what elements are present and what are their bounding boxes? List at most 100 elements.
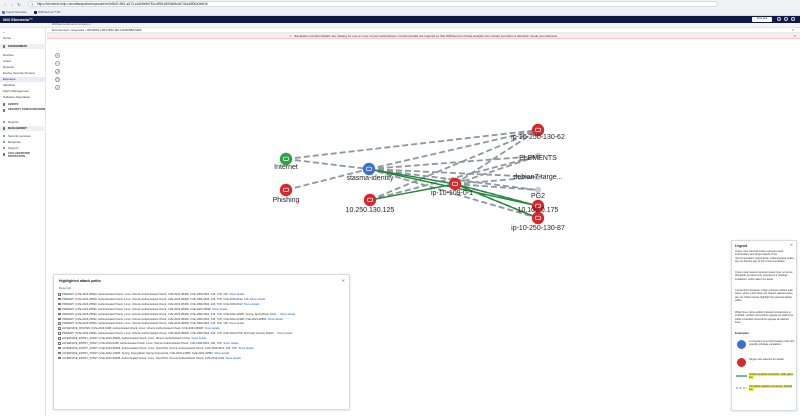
dashed-edge[interactable] — [285, 167, 370, 191]
dashed-edge[interactable] — [368, 128, 539, 170]
zoom-in-icon[interactable]: + — [55, 52, 60, 58]
collapse-sidebar-icon[interactable]: « — [3, 29, 5, 34]
sidebar-item-device-security-posture[interactable]: Device Security Posture — [0, 71, 46, 77]
bookmark-import[interactable]: Import favorites — [2, 10, 27, 14]
path-checkbox[interactable] — [58, 307, 61, 311]
sidebar-item-home[interactable]: Home — [0, 36, 46, 42]
bookmark-withsecure[interactable]: WithSecure™ El... — [34, 10, 63, 14]
sidebar-item-security-configurations[interactable]: SECURITY CONFIGURATIONS — [0, 108, 46, 116]
attack-path-row[interactable]: ALTERNATE_ENTRY_POINT (CVE-2023-25690, A… — [58, 337, 346, 342]
show-details-link[interactable]: Show details — [191, 337, 207, 341]
dismiss-icon[interactable]: ✕ — [793, 34, 796, 38]
fit-view-icon[interactable]: ⤢ — [55, 68, 60, 74]
sidebar-item-reports[interactable]: Reports — [0, 120, 46, 126]
close-legend-icon[interactable]: ✕ — [789, 243, 793, 247]
attack-path-row[interactable]: ALTERNATE_ENTRY_POINT (CVE-2023-38408, A… — [58, 346, 346, 352]
attack-path-row[interactable]: ALTERNATE_ENTRY_POINT (CVE-2023-38408, A… — [58, 356, 346, 362]
sidebar-item-events[interactable]: EVENTS — [0, 102, 46, 108]
graph-node[interactable]: 10.109.0.175 — [518, 199, 559, 214]
free-trial-button[interactable]: Free trial — [752, 17, 772, 22]
sidebar-item-support[interactable]: Support — [0, 146, 46, 152]
path-checkbox[interactable] — [58, 356, 61, 360]
path-checkbox[interactable] — [58, 342, 61, 345]
notification-icon[interactable] — [784, 17, 788, 22]
attack-path-row[interactable]: PRIMARY (CVE-2023-25690, Authenticated C… — [58, 317, 346, 323]
dashed-edge[interactable] — [368, 167, 539, 219]
show-details-link[interactable]: Show details — [277, 332, 293, 336]
graph-node[interactable]: 10.250.130.125 — [346, 193, 395, 214]
sidebar-item-devices[interactable]: Devices — [0, 53, 46, 59]
dashed-edge[interactable] — [454, 182, 539, 191]
sidebar-item-cloud[interactable]: Cloud — [0, 59, 46, 65]
show-details-link[interactable]: Show details — [229, 322, 245, 326]
graph-node[interactable]: stasma-identity — [346, 162, 394, 182]
attack-path-row[interactable]: PRIMARY (CVE-2023-25690, Authenticated C… — [58, 322, 346, 327]
dashed-edge[interactable] — [285, 128, 539, 160]
show-details-link[interactable]: Show details — [267, 317, 284, 321]
close-icon[interactable]: ✕ — [791, 27, 794, 32]
dashed-edge[interactable] — [454, 154, 539, 185]
graph-node[interactable]: ip-10-250-130-62 — [511, 123, 565, 141]
dashed-edge[interactable] — [368, 167, 539, 178]
attack-path-row[interactable]: PRIMARY (CVE-2023-25690, Authenticated C… — [58, 302, 346, 308]
graph-node[interactable]: ip-10-109-0-1 — [431, 177, 473, 197]
path-checkbox[interactable] — [58, 332, 61, 335]
attack-path-row[interactable]: PRIMARY (CVE-2023-25690, Authenticated C… — [58, 332, 346, 337]
asset-node-icon[interactable] — [448, 177, 462, 190]
phishing-node-icon[interactable] — [279, 183, 293, 196]
sidebar-item-management[interactable]: MANAGEMENT — [0, 125, 46, 131]
show-details-link[interactable]: Show details — [280, 312, 296, 316]
attack-path-row[interactable]: PRIMARY (CVE-2023-25690, Authenticated C… — [58, 312, 346, 318]
path-checkbox[interactable] — [58, 322, 61, 325]
dashed-edge[interactable] — [368, 154, 539, 170]
sidebar-item-security-services[interactable]: Security services — [0, 134, 46, 140]
show-details-link[interactable]: Show details — [223, 342, 239, 345]
sidebar-item-requests[interactable]: Requests — [0, 140, 46, 146]
dashed-edge[interactable] — [454, 175, 539, 185]
graph-node[interactable]: debian7-targe... — [513, 173, 563, 181]
breadcrumb-text[interactable]: Environment › Exposure › 062d4f61-cb04-4… — [52, 27, 142, 32]
path-checkbox[interactable] — [58, 297, 61, 301]
asset-node-icon[interactable] — [363, 193, 377, 206]
graph-node[interactable]: Internet — [274, 152, 298, 171]
path-checkbox[interactable] — [58, 302, 61, 306]
forward-icon[interactable]: › — [11, 1, 13, 7]
sidebar-item-identities[interactable]: Identities — [0, 83, 46, 89]
sidebar-item-software-reputation[interactable]: Software Reputation — [0, 95, 46, 101]
show-details-link[interactable]: Show details — [225, 356, 241, 360]
attack-path-row[interactable]: PRIMARY (CVE-2023-25690, Authenticated C… — [58, 297, 346, 303]
address-bar[interactable]: 🔒︎ https://elements.tulip.com/attackpath… — [28, 1, 718, 7]
show-details-link[interactable]: Show details — [212, 307, 228, 311]
sidebar-item-patch-management[interactable]: Patch Management — [0, 89, 46, 95]
identity-node-icon[interactable] — [362, 162, 376, 175]
graph-node[interactable]: PG2 — [531, 186, 545, 200]
dashed-edge[interactable] — [369, 128, 539, 201]
show-details-link[interactable]: Show details — [244, 302, 260, 306]
sidebar-item-collaborative-protection[interactable]: COLLABORATIVE PROTECTION — [0, 152, 46, 160]
show-details-link[interactable]: Show details — [238, 346, 254, 350]
close-panel-icon[interactable]: ✕ — [341, 278, 345, 283]
help-icon[interactable] — [777, 17, 781, 22]
sidebar-item-exposure[interactable]: Exposure — [0, 76, 46, 82]
attack-path-row[interactable]: PRIMARY (CVE-2023-25690, Authenticated C… — [58, 293, 346, 298]
internet-node-icon[interactable] — [279, 152, 293, 165]
attack-path-row[interactable]: ALTERNATE_ENTRY_POINT (CVE-2022-22965, S… — [58, 351, 346, 357]
asset-node-icon[interactable] — [531, 211, 545, 224]
dashed-edge[interactable] — [285, 157, 370, 170]
grey-node-icon[interactable] — [534, 152, 542, 159]
attack-path-row[interactable]: ALTERNATE_ROUTES (CVE-2019-0188, Authent… — [58, 327, 346, 332]
back-icon[interactable]: ‹ — [4, 1, 6, 7]
path-checkbox[interactable] — [58, 327, 61, 330]
grey-node-icon[interactable] — [534, 186, 542, 193]
highlighted-edge[interactable] — [369, 182, 456, 201]
show-details-link[interactable]: Show details — [214, 351, 230, 355]
layout-icon[interactable]: ◻ — [55, 76, 60, 82]
graph-node[interactable]: Phishing — [273, 183, 300, 204]
show-details-link[interactable]: Show details — [250, 297, 266, 301]
path-checkbox[interactable] — [58, 317, 61, 321]
asset-node-icon[interactable] — [531, 123, 545, 136]
attack-path-row[interactable]: PRIMARY (CVE-2023-25690, Authenticated C… — [58, 307, 346, 313]
sidebar-item-environment[interactable]: ENVIRONMENT — [0, 43, 46, 49]
path-checkbox[interactable] — [58, 293, 61, 296]
